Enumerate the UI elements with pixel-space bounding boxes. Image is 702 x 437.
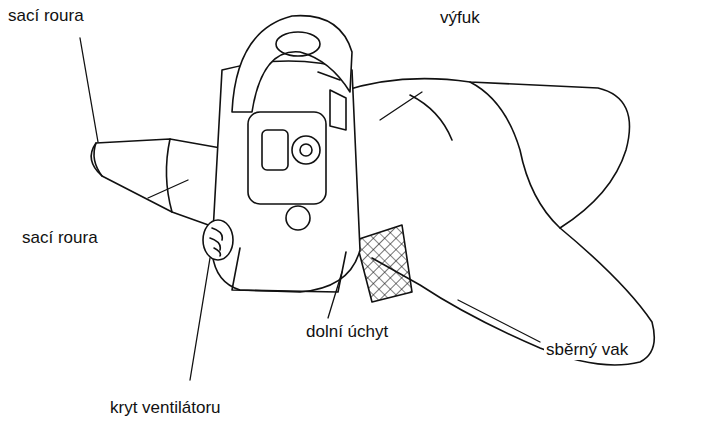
fan-cover-slots	[210, 228, 222, 256]
leader-line	[380, 92, 422, 120]
part-label: sací roura	[6, 6, 86, 26]
tube-joint	[166, 139, 172, 212]
fuel-cap	[286, 206, 310, 230]
engine-part	[300, 144, 312, 156]
leader-line	[458, 300, 540, 342]
exhaust-edge	[410, 95, 452, 140]
body-line	[318, 72, 340, 80]
engine-part	[262, 130, 288, 170]
part-label: sací roura	[20, 228, 100, 248]
tube-mouth	[94, 143, 102, 176]
leader-line	[148, 180, 188, 198]
part-label: dolní úchyt	[304, 322, 390, 342]
blower-body	[212, 16, 360, 292]
engine-cover	[248, 112, 326, 204]
handle	[232, 16, 352, 112]
bag-seam	[470, 82, 560, 228]
leader-lines	[80, 38, 540, 380]
tube-outline	[91, 139, 232, 232]
hatched-mesh	[356, 225, 412, 302]
leader-line	[80, 38, 98, 142]
part-label: výfuk	[438, 8, 482, 28]
part-label: kryt ventilátoru	[108, 398, 223, 418]
handle-hole	[276, 32, 320, 56]
fan-cover-outline	[203, 220, 233, 260]
suction-tube	[91, 139, 232, 232]
leader-line	[328, 272, 342, 318]
fan-cover	[203, 220, 233, 260]
switch	[330, 90, 346, 130]
lower-base	[232, 248, 346, 292]
engine-part	[292, 136, 320, 164]
part-label: sběrný vak	[544, 340, 630, 360]
leader-line	[190, 258, 210, 380]
